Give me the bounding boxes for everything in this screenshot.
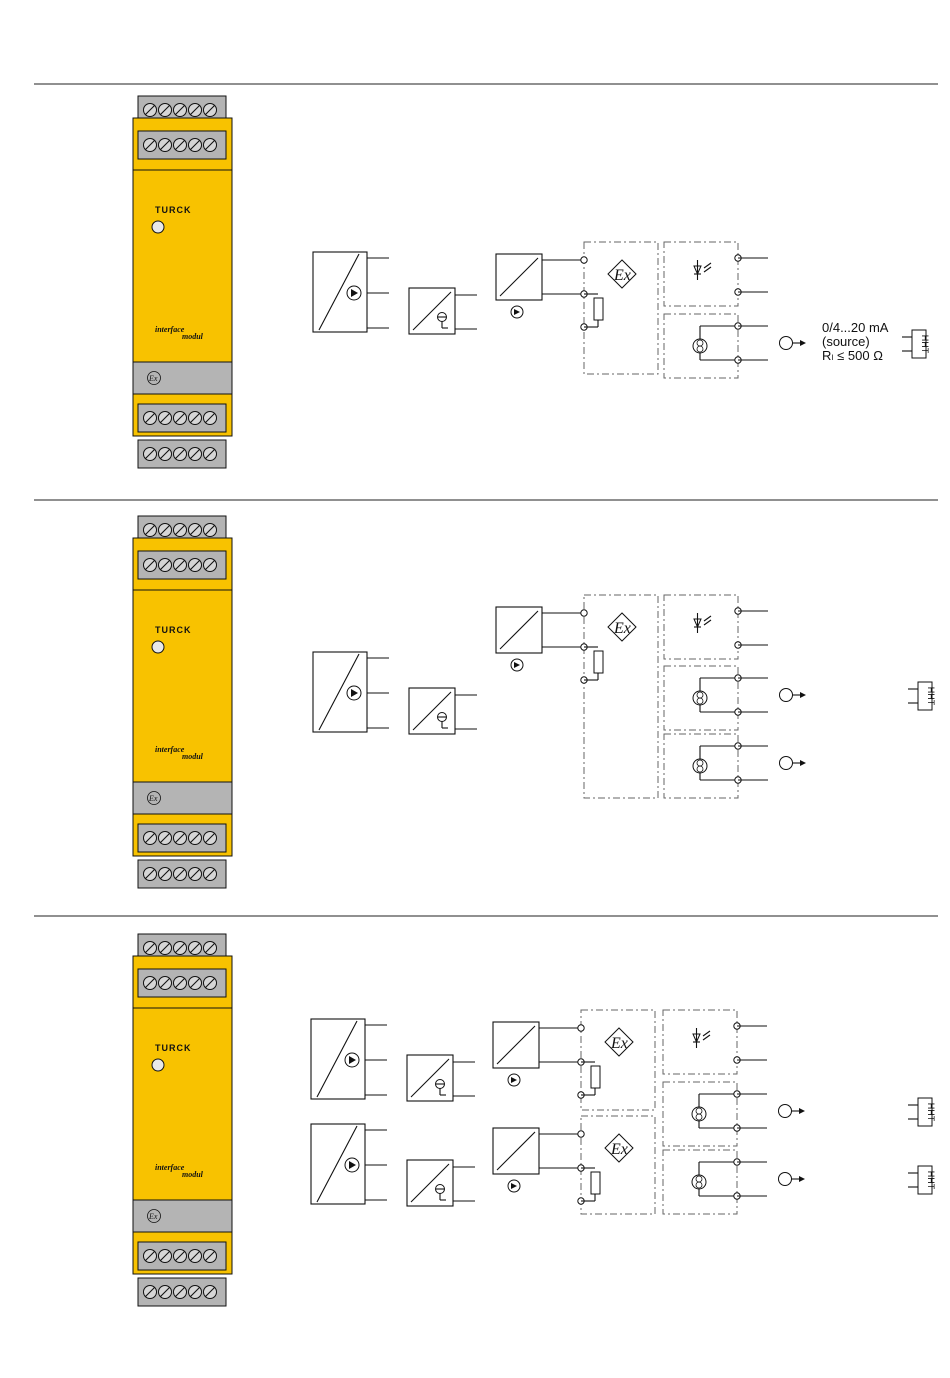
terminal-point [578,1025,584,1031]
series-logo: modul [182,332,204,341]
ex-small-text: Ex [148,374,158,383]
resistor-icon [591,1066,600,1088]
current-output-icon [780,689,793,702]
resistor-icon [591,1172,600,1194]
resistor-icon [594,298,603,320]
diagram-section-1: Ex 0/4...20 mA(source)Rₗ ≤ 500 Ω HHT [313,242,930,378]
output-load: Rₗ ≤ 500 Ω [822,348,883,363]
output-mode: (source) [822,334,870,349]
brand-logo: TURCK [155,1043,192,1053]
hht-label: HHT [926,687,936,706]
terminal-point [581,610,587,616]
output-arrow [800,760,806,766]
current-output-icon [779,1105,792,1118]
module-device: TURCK interfacemodulEx [133,934,232,1306]
status-led [152,1059,164,1071]
ex-small-text: Ex [148,794,158,803]
hht-label: HHT [920,335,930,354]
terminal-point [581,257,587,263]
series-logo: modul [182,752,204,761]
ex-hex-label: Ex [610,1035,628,1052]
output-arrow [800,340,806,346]
module-illustrations: TURCKinterfacemodulExTURCKinterfacemodul… [133,96,232,1306]
status-led [152,641,164,653]
ex-barrier-icon [581,1116,655,1214]
hht-label: HHT [926,1103,936,1122]
series-logo: interface [155,1163,185,1172]
ex-hex-label: Ex [613,267,631,284]
output-arrow [800,692,806,698]
brand-logo: TURCK [155,205,192,215]
current-output-icon [780,337,793,350]
series-logo: modul [182,1170,204,1179]
output-range: 0/4...20 mA [822,320,889,335]
current-output-icon [780,757,793,770]
output-arrow [799,1108,805,1114]
ex-small-text: Ex [148,1212,158,1221]
ex-hex-label: Ex [610,1141,628,1158]
diagram-section-2: ExHHT [313,595,936,798]
series-logo: interface [155,745,185,754]
current-output-icon [779,1173,792,1186]
hht-label: HHT [926,1171,936,1190]
output-arrow [799,1176,805,1182]
ex-hex-label: Ex [613,620,631,637]
brand-logo: TURCK [155,625,192,635]
diagram-section-3: ExExHHTHHT [311,1010,936,1214]
resistor-icon [594,651,603,673]
series-logo: interface [155,325,185,334]
terminal-point [578,1131,584,1137]
status-led [152,221,164,233]
wiring-diagrams: Ex0/4...20 mA(source)Rₗ ≤ 500 ΩHHTExHHTE… [311,242,936,1214]
